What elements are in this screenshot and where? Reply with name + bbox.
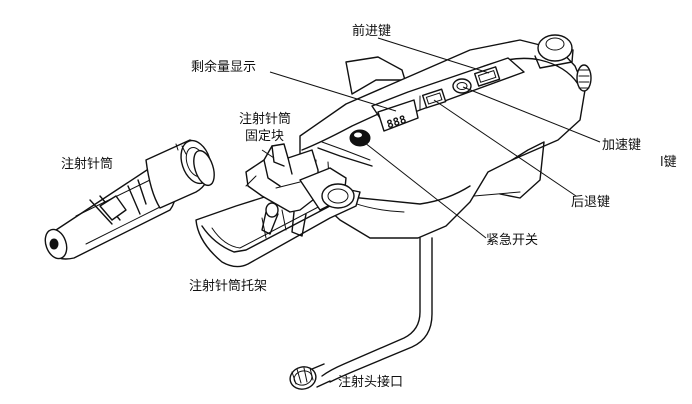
leader-backward-key: [433, 99, 577, 197]
syringe-holder-block: [245, 143, 355, 237]
leader-syringe-holder-block: [261, 149, 275, 159]
injector-head-port-connector: [289, 363, 331, 390]
label-syringe-holder-block-line2: 固定块: [245, 129, 284, 144]
leader-emergency-switch: [359, 138, 487, 239]
label-remaining-display: 剩余量显示: [191, 59, 256, 75]
accelerate-key[interactable]: [452, 78, 472, 94]
injector-housing: [299, 34, 592, 239]
label-accelerate-key: 加速键: [602, 138, 641, 153]
display-digits: 888: [385, 113, 408, 132]
leader-remaining-display: [269, 71, 397, 112]
leader-forward-key: [377, 37, 490, 74]
label-syringe: 注射针筒: [61, 156, 113, 172]
leader-lines: [261, 37, 601, 239]
syringe: [44, 139, 215, 260]
leader-accelerate-key: [462, 86, 601, 143]
label-injector-head-port: 注射头接口: [338, 374, 403, 390]
label-syringe-tray: 注射针筒托架: [189, 278, 267, 294]
label-syringe-holder-block: 注射针筒: [239, 111, 291, 127]
label-edge-fragment: l键: [660, 155, 677, 170]
label-backward-key: 后退键: [571, 195, 610, 210]
forward-key[interactable]: [473, 66, 501, 87]
emergency-switch[interactable]: [349, 129, 371, 147]
cable: [321, 237, 433, 383]
label-emergency-switch: 紧急开关: [486, 233, 538, 248]
backward-key[interactable]: [421, 88, 447, 109]
label-forward-key: 前进键: [352, 23, 391, 39]
remaining-volume-display: 888: [377, 99, 419, 132]
